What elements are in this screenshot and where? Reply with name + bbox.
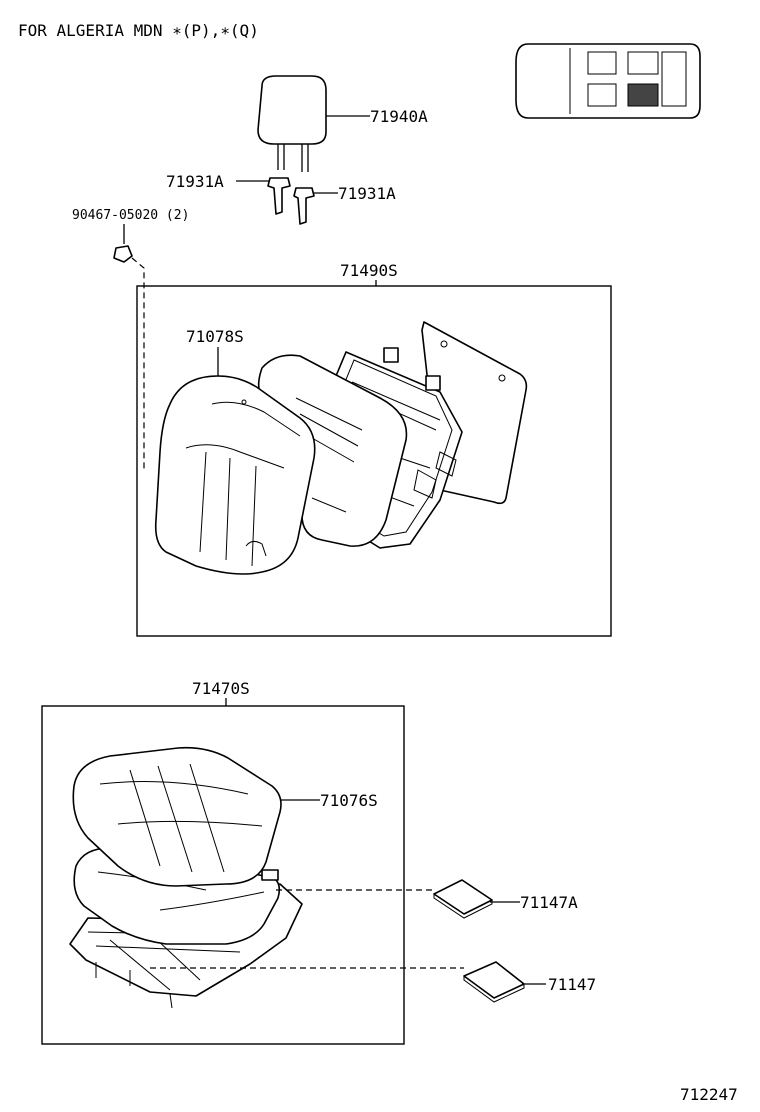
diagram-number: 712247 [680,1085,738,1104]
label-support-left: 71931A [166,172,224,191]
label-bolt: 90467-05020 (2) [72,208,189,223]
label-pad-b: 71147 [548,975,596,994]
pad-b-part [463,961,525,1003]
label-seatback-cover: 71078S [186,327,244,346]
label-seatback-assy: 71490S [340,261,398,280]
bolt-part [113,245,133,263]
vehicle-location-icon [515,43,701,119]
bolt-dashed-line [131,257,145,470]
page-title: FOR ALGERIA MDN ∗(P),∗(Q) [18,21,259,40]
pad-a-part [433,879,493,919]
label-pad-a: 71147A [520,893,578,912]
seatback-assy-box [136,285,612,637]
support-left-part [267,177,291,215]
seatback-cover-part [154,375,316,575]
headrest-part [257,75,327,172]
label-headrest: 71940A [370,107,428,126]
support-right-part [293,187,315,225]
label-cushion-assy: 71470S [192,679,250,698]
label-support-right: 71931A [338,184,396,203]
cushion-cover-part [72,746,282,887]
cushion-assy-box [41,705,405,1045]
label-cushion-cover: 71076S [320,791,378,810]
